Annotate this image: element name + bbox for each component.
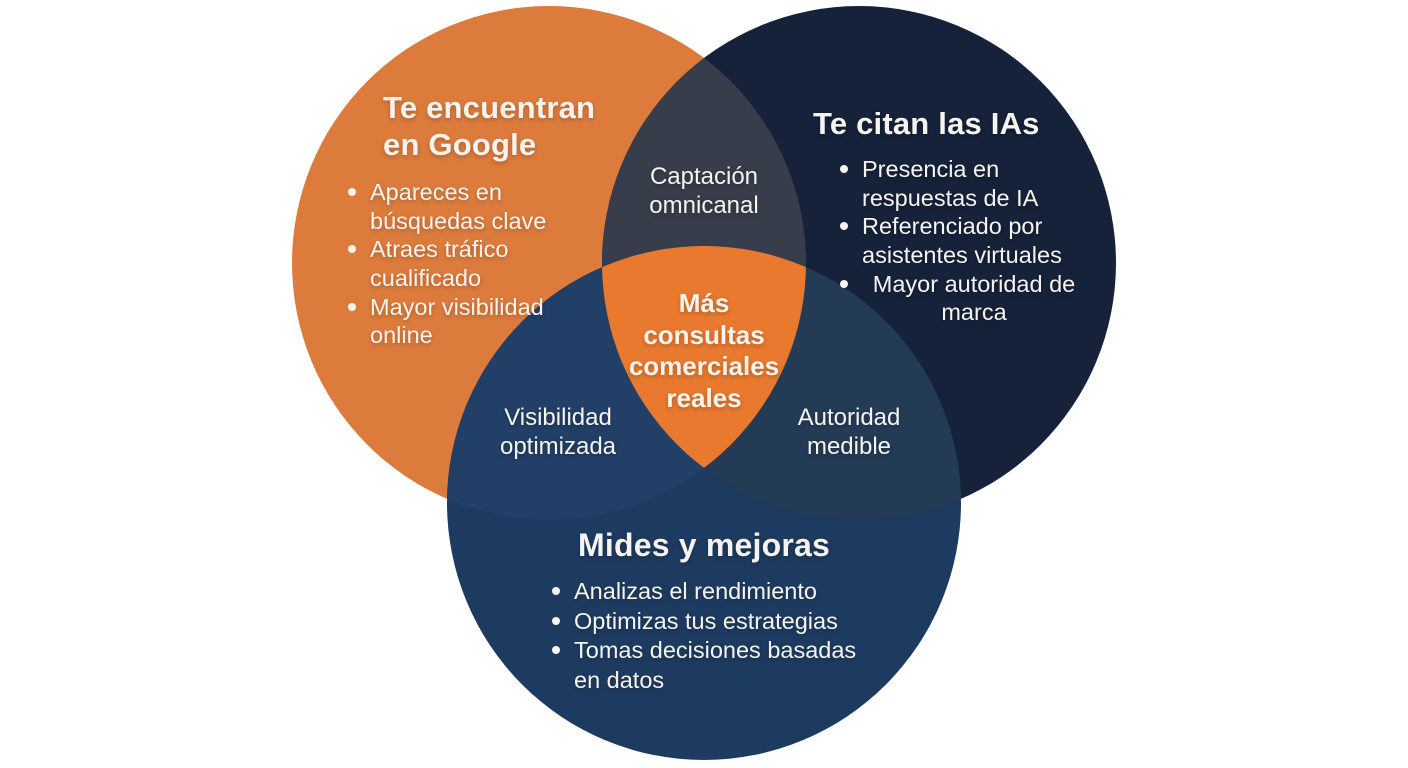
google-title: Te encuentran en Google	[383, 90, 596, 162]
mides-title: Mides y mejoras	[578, 527, 830, 563]
mides-bullet-list: Analizas el rendimiento Optimizas tus es…	[550, 577, 882, 695]
overlap-google-mides-label: Visibilidad optimizada	[499, 404, 617, 461]
mides-bullet-3: Tomas decisiones basadas en datos	[550, 636, 882, 695]
ia-bullet-3: Mayor autoridad de marca	[838, 270, 1086, 327]
mides-bullet-1: Analizas el rendimiento	[550, 577, 882, 607]
google-bullet-2: Atraes tráfico cualificado	[346, 235, 568, 292]
overlap-ia-mides-label: Autoridad medible	[797, 404, 901, 461]
overlap-center-label: Más consultas comerciales reales	[628, 288, 780, 414]
ia-bullet-list: Presencia en respuestas de IA Referencia…	[838, 155, 1086, 327]
ia-bullet-1: Presencia en respuestas de IA	[838, 155, 1086, 212]
ia-bullet-2: Referenciado por asistentes virtuales	[838, 212, 1086, 269]
google-bullet-list: Apareces en búsquedas clave Atraes tráfi…	[346, 178, 568, 350]
google-bullet-1: Apareces en búsquedas clave	[346, 178, 568, 235]
google-bullet-3: Mayor visibilidad online	[346, 293, 568, 350]
mides-bullet-2: Optimizas tus estrategias	[550, 607, 882, 637]
ia-title: Te citan las IAs	[813, 106, 1040, 141]
overlap-google-ia-label: Captación omnicanal	[649, 163, 759, 220]
